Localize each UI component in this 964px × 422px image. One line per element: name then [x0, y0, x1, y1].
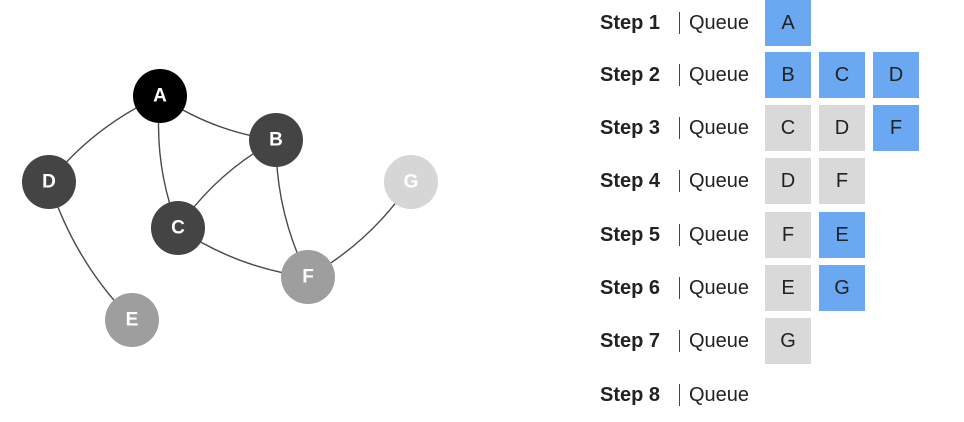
step-label: Step 1 — [600, 11, 661, 34]
queue-cell: D — [873, 52, 919, 98]
node-B-label: B — [269, 130, 283, 151]
node-C: C — [151, 201, 205, 255]
node-F-label: F — [302, 267, 314, 288]
node-G-label: G — [404, 172, 419, 193]
queue-label: Queue — [689, 116, 750, 139]
queue-label: Queue — [689, 276, 750, 299]
node-B-circle — [249, 113, 303, 167]
queue-cell: E — [819, 212, 865, 258]
queue-cell: D — [765, 158, 811, 204]
graph-edges — [48, 95, 412, 321]
step-divider — [679, 117, 680, 139]
queue-cell: G — [765, 318, 811, 364]
step-label: Step 2 — [600, 63, 661, 86]
node-E: E — [105, 293, 159, 347]
queue-cell: C — [765, 105, 811, 151]
step-label: Step 4 — [600, 169, 661, 192]
node-A-label: A — [153, 86, 167, 107]
node-A-circle — [133, 69, 187, 123]
node-B: B — [249, 113, 303, 167]
queue-label: Queue — [689, 223, 750, 246]
queue-label: Queue — [689, 169, 750, 192]
step-row-7: Step 7 Queue G — [600, 318, 811, 364]
queue-label: Queue — [689, 11, 750, 34]
step-label: Step 3 — [600, 116, 661, 139]
queue-cell: G — [819, 265, 865, 311]
step-divider — [679, 12, 680, 34]
node-C-label: C — [171, 218, 185, 239]
queue-cells: A — [765, 0, 811, 46]
node-A: A — [133, 69, 187, 123]
graph-nodes: A B C D E F G — [22, 69, 438, 347]
node-G: G — [384, 155, 438, 209]
queue-cell: B — [765, 52, 811, 98]
step-divider — [679, 330, 680, 352]
step-divider — [679, 170, 680, 192]
queue-cell: F — [873, 105, 919, 151]
node-F: F — [281, 250, 335, 304]
step-divider — [679, 277, 680, 299]
node-D-label: D — [42, 172, 56, 193]
step-label: Step 8 — [600, 383, 661, 406]
queue-cell: D — [819, 105, 865, 151]
queue-label: Queue — [689, 329, 750, 352]
step-divider — [679, 384, 680, 406]
queue-cells: G — [765, 318, 811, 364]
step-divider — [679, 224, 680, 246]
queue-cell: C — [819, 52, 865, 98]
node-E-label: E — [126, 310, 139, 331]
step-row-1: Step 1 Queue A — [600, 0, 811, 46]
queue-cell: F — [765, 212, 811, 258]
queue-label: Queue — [689, 383, 750, 406]
node-E-circle — [105, 293, 159, 347]
step-row-8: Step 8 Queue — [600, 372, 765, 418]
node-D: D — [22, 155, 76, 209]
node-D-circle — [22, 155, 76, 209]
queue-cell: A — [765, 0, 811, 46]
step-label: Step 5 — [600, 223, 661, 246]
node-C-circle — [151, 201, 205, 255]
step-divider — [679, 64, 680, 86]
step-label: Step 7 — [600, 329, 661, 352]
step-label: Step 6 — [600, 276, 661, 299]
queue-label: Queue — [689, 63, 750, 86]
node-G-circle — [384, 155, 438, 209]
node-F-circle — [281, 250, 335, 304]
queue-cell: F — [819, 158, 865, 204]
graph-diagram: A B C D E F G — [22, 69, 438, 347]
queue-cell: E — [765, 265, 811, 311]
